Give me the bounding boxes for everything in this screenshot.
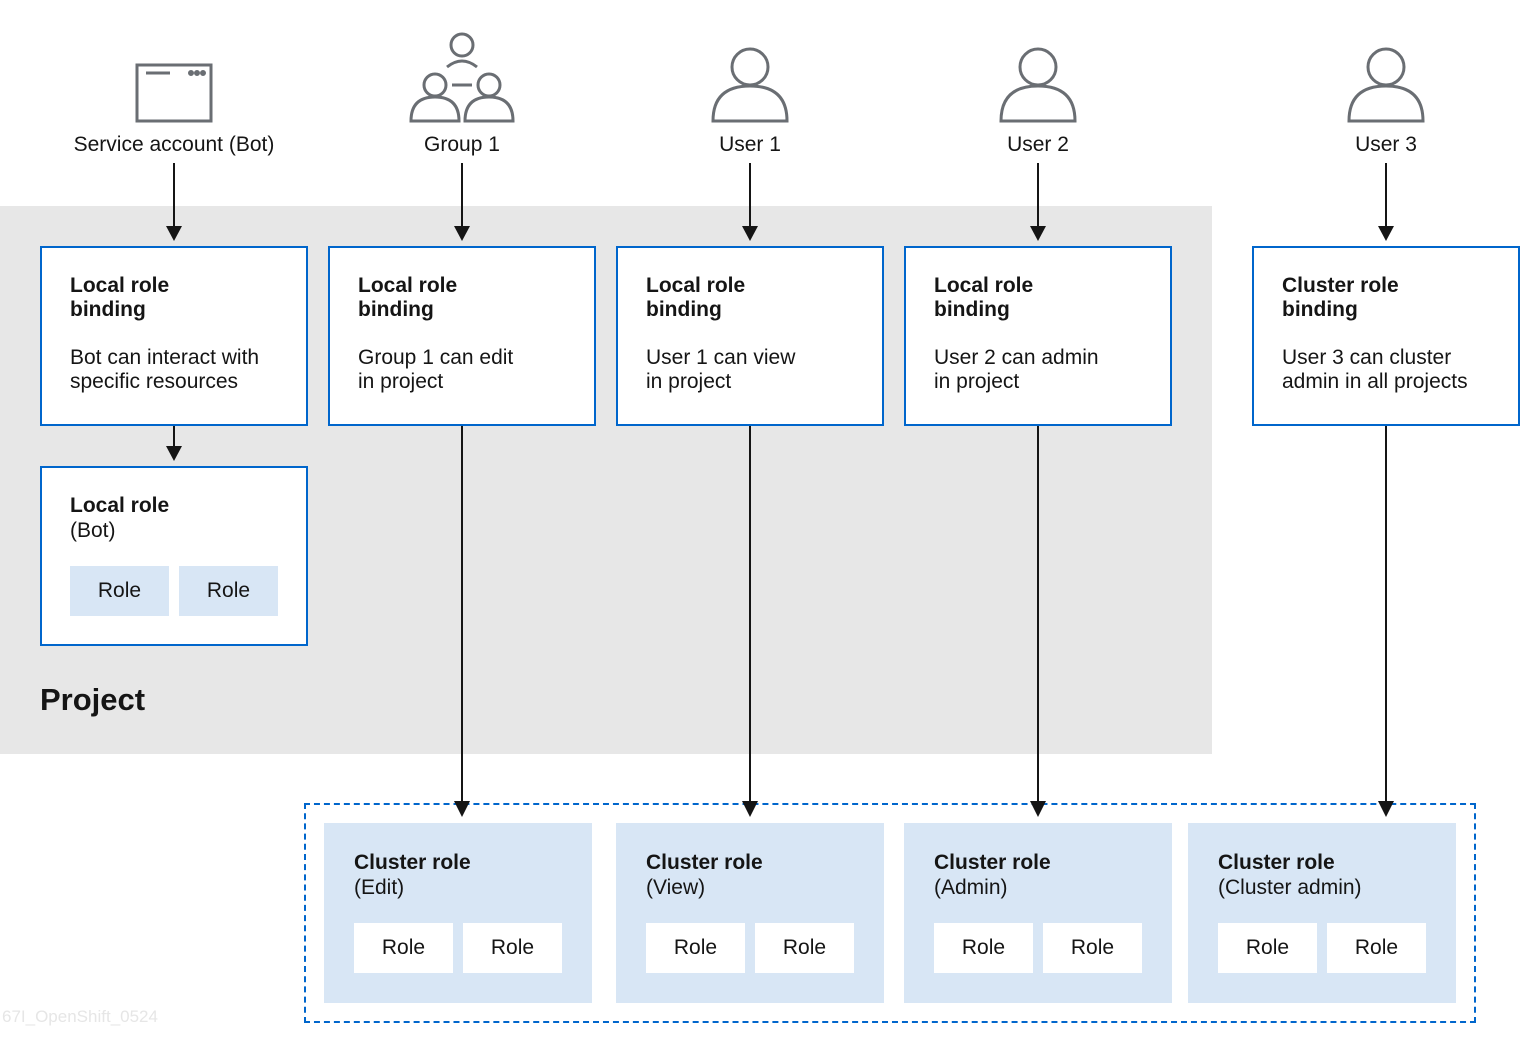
actor-label-service-account: Service account (Bot) [73, 133, 275, 156]
binding-title-line2: binding [358, 298, 434, 321]
role-chip: Role [463, 923, 562, 973]
actor-label-user-3: User 3 [1355, 133, 1417, 156]
local-role-binding-user-2: Local role binding User 2 can admin in p… [904, 246, 1172, 426]
binding-desc-line1: Group 1 can edit [358, 346, 514, 369]
local-role-title: Local role [70, 494, 170, 517]
local-role-subtitle: (Bot) [70, 519, 116, 542]
binding-desc-line2: in project [646, 370, 732, 393]
binding-title-line1: Local role [934, 274, 1034, 297]
cluster-role-admin: Cluster role (Admin) [904, 823, 1172, 1003]
role-chip: Role [934, 923, 1033, 973]
binding-title-line2: binding [934, 298, 1010, 321]
cluster-role-edit: Cluster role (Edit) [324, 823, 592, 1003]
binding-title-line1: Cluster role [1282, 274, 1399, 297]
local-role-bot: Local role (Bot) [40, 466, 308, 646]
binding-title-line1: Local role [646, 274, 746, 297]
actor-label-user-1: User 1 [719, 133, 781, 156]
actor-label-user-2: User 2 [1007, 133, 1069, 156]
role-chip: Role [179, 566, 278, 616]
binding-desc-line2: admin in all projects [1282, 370, 1468, 393]
cluster-role-title: Cluster role [646, 851, 763, 874]
binding-title-line1: Local role [70, 274, 170, 297]
actor-label-group-1: Group 1 [424, 133, 500, 156]
local-role-binding-group-1: Local role binding Group 1 can edit in p… [328, 246, 596, 426]
local-role-binding-bot: Local role binding Bot can interact with… [40, 246, 308, 426]
binding-title-line2: binding [1282, 298, 1358, 321]
binding-desc-line1: Bot can interact with [70, 346, 260, 369]
figure-id-watermark: 67I_OpenShift_0524 [2, 1007, 158, 1026]
role-chip: Role [354, 923, 453, 973]
cluster-role-view: Cluster role (View) [616, 823, 884, 1003]
binding-desc-line2: in project [358, 370, 444, 393]
bot-local-role-arrow [166, 426, 182, 461]
cluster-role-title: Cluster role [354, 851, 471, 874]
project-label: Project [40, 682, 146, 717]
user-icon [1347, 47, 1425, 123]
cluster-role-subtitle: (Edit) [354, 876, 405, 899]
binding-desc-line1: User 2 can admin [934, 346, 1099, 369]
binding-desc-line1: User 1 can view [646, 346, 796, 369]
cluster-role-arrows [454, 426, 1394, 817]
service-account-window-icon [135, 63, 213, 123]
role-chip: Role [1043, 923, 1142, 973]
cluster-role-cluster-admin: Cluster role (Cluster admin) [1188, 823, 1456, 1003]
role-chip: Role [70, 566, 169, 616]
user-icon [999, 47, 1077, 123]
binding-title-line1: Local role [358, 274, 458, 297]
cluster-scope-area [304, 803, 1476, 1023]
role-chip: Role [1327, 923, 1426, 973]
binding-desc-line2: specific resources [70, 370, 239, 393]
cluster-role-title: Cluster role [934, 851, 1051, 874]
local-role-binding-user-1: Local role binding User 1 can view in pr… [616, 246, 884, 426]
binding-desc-line1: User 3 can cluster [1282, 346, 1452, 369]
cluster-role-subtitle: (View) [646, 876, 706, 899]
group-icon [409, 32, 515, 123]
role-chip: Role [1218, 923, 1317, 973]
role-chip: Role [646, 923, 745, 973]
cluster-role-subtitle: (Admin) [934, 876, 1008, 899]
user-icon [711, 47, 789, 123]
cluster-role-title: Cluster role [1218, 851, 1335, 874]
cluster-role-subtitle: (Cluster admin) [1218, 876, 1362, 899]
binding-title-line2: binding [646, 298, 722, 321]
cluster-role-binding-user-3: Cluster role binding User 3 can cluster … [1252, 246, 1520, 426]
role-chip: Role [755, 923, 854, 973]
actor-arrows [166, 163, 1394, 241]
binding-title-line2: binding [70, 298, 146, 321]
binding-desc-line2: in project [934, 370, 1020, 393]
